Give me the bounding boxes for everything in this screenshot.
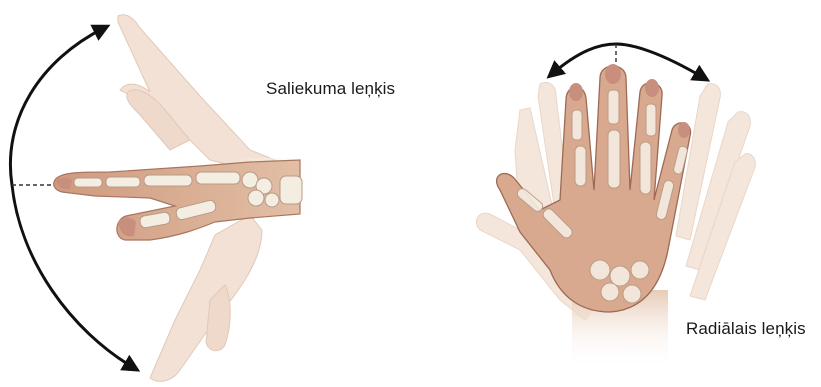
radial-angle-label: Radiālais leņķis: [686, 319, 806, 339]
hand-side-view-icon: [54, 160, 302, 240]
ghost-hand-extended-icon: [118, 15, 275, 170]
ghost-hand-right-icon: [676, 84, 755, 300]
wrist-flexion-illustration: [10, 15, 320, 382]
flexion-angle-label: Saliekuma leņķis: [266, 79, 395, 99]
ghost-hand-flexed-icon: [150, 215, 262, 381]
curved-double-arrow-icon: [10, 28, 134, 368]
curved-double-arrow-icon: [552, 44, 704, 78]
